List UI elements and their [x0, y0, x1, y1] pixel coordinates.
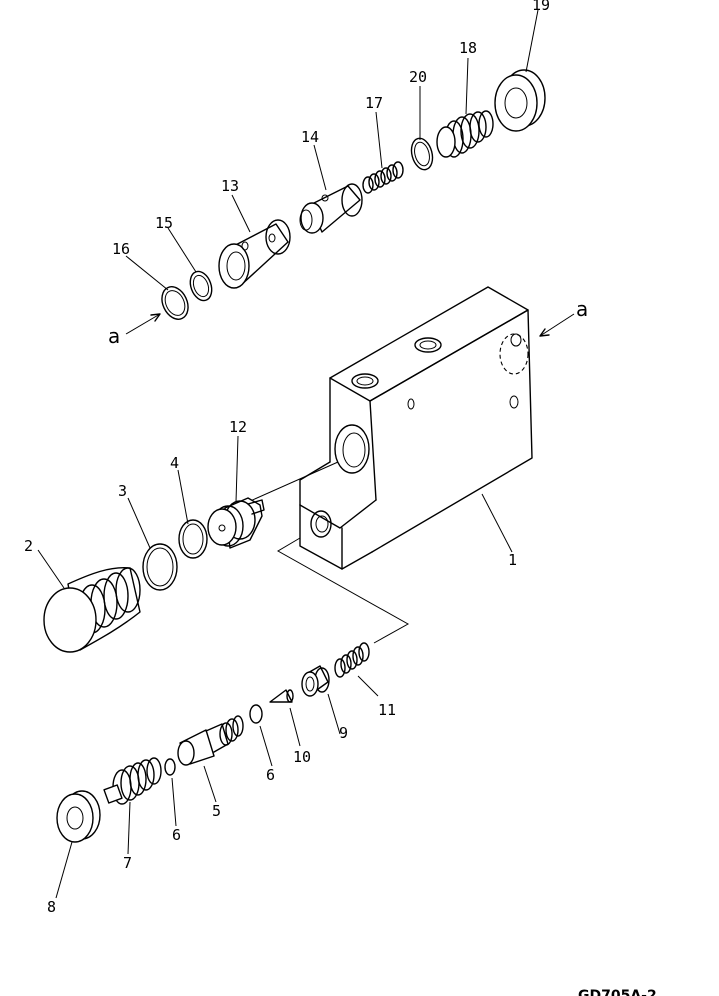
label-part-9: 9	[339, 724, 348, 742]
o-ring-part-20	[410, 137, 434, 171]
o-ring-part-3	[142, 543, 178, 591]
nut-part-19	[494, 69, 546, 132]
spring-part-17	[362, 161, 404, 194]
section-mark-left: a	[108, 324, 120, 348]
label-part-8: 8	[47, 898, 56, 916]
label-part-2: 2	[24, 537, 33, 555]
label-part-13: 13	[221, 177, 239, 195]
section-mark-right: a	[576, 297, 588, 321]
label-part-5: 5	[212, 802, 221, 820]
label-part-11: 11	[378, 701, 396, 719]
label-part-3: 3	[118, 482, 127, 500]
drawing-code: GD705A-2	[578, 988, 657, 996]
leader-lines	[37, 9, 575, 899]
poppet-part-12	[207, 497, 265, 549]
plug-part-2	[43, 566, 141, 653]
label-part-18: 18	[459, 39, 477, 57]
plunger-part-5	[177, 715, 244, 766]
label-part-17: 17	[365, 94, 383, 112]
o-ring-part-4	[178, 519, 208, 559]
spool-part-14	[299, 183, 363, 234]
label-part-7: 7	[123, 854, 132, 872]
assembly-line-upper	[247, 461, 339, 503]
valve-body-part-1	[299, 286, 533, 570]
label-part-16: 16	[112, 240, 130, 258]
nut-part-8	[56, 790, 101, 843]
o-ring-part-6b	[164, 758, 176, 776]
label-part-6-lower: 6	[172, 826, 181, 844]
assembly-line-lower	[276, 537, 410, 644]
label-part-4: 4	[170, 454, 179, 472]
o-ring-part-15	[189, 270, 213, 302]
label-part-10: 10	[293, 748, 311, 766]
cone-part-10	[269, 689, 294, 703]
seat-part-9	[301, 665, 330, 697]
spring-part-11	[334, 642, 370, 678]
label-part-12: 12	[229, 418, 247, 436]
ring-part-16	[161, 286, 189, 320]
sleeve-part-13	[218, 219, 291, 289]
o-ring-part-6a	[249, 704, 263, 724]
label-part-15: 15	[155, 214, 173, 232]
label-part-6-upper: 6	[266, 766, 275, 784]
adjuster-part-18	[436, 110, 494, 158]
label-part-1: 1	[508, 551, 517, 569]
label-part-19: 19	[532, 0, 550, 14]
label-part-20: 20	[409, 68, 427, 86]
screw-part-7	[103, 757, 162, 805]
label-part-14: 14	[301, 128, 319, 146]
